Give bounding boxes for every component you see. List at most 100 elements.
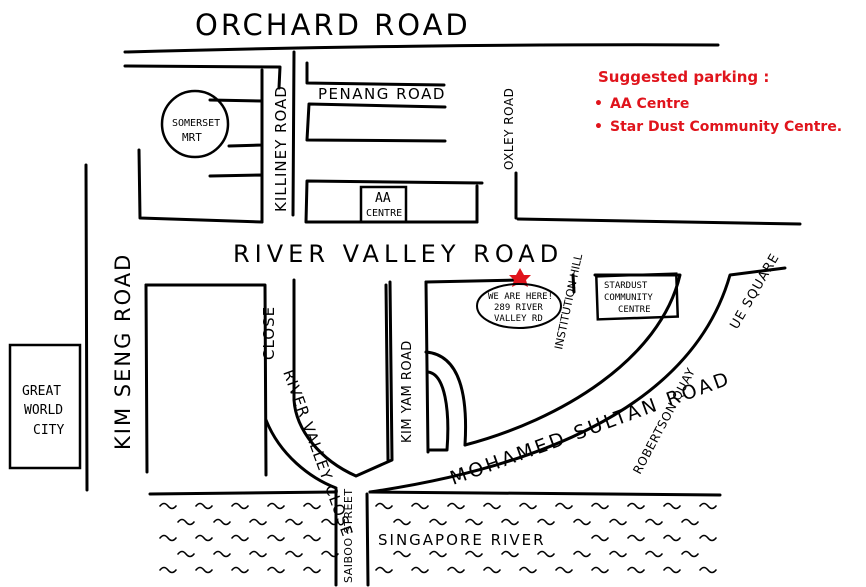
inner-loop-line: [424, 350, 468, 447]
river-wave: [285, 550, 303, 558]
river-valley-close-top-label: CLOSE: [260, 306, 278, 360]
stardust-building: [594, 272, 680, 321]
river-wave: [663, 502, 681, 510]
river-valley-south-left-line: [144, 283, 268, 477]
river-wave: [591, 534, 609, 542]
river-wave: [537, 518, 555, 526]
marker-bubble: [476, 283, 562, 329]
kim-yam-east-line: [424, 280, 430, 454]
river-wave: [699, 566, 717, 574]
somerset-mrt-circle: [160, 89, 230, 159]
river-wave: [591, 502, 609, 510]
somerset-line2: MRT: [182, 131, 202, 144]
kim-seng-west-line: [84, 163, 89, 492]
river-wave: [267, 534, 285, 542]
river-wave: [663, 566, 681, 574]
river-north-bank-line: [148, 490, 337, 496]
river-wave: [573, 518, 591, 526]
parking-item-2: Star Dust Community Centre.: [610, 119, 842, 135]
road-lines: [84, 43, 802, 587]
mohamed-sultan-south-line: [368, 266, 787, 494]
river-wave: [591, 566, 609, 574]
river-valley-road-label: RIVER VALLEY ROAD: [233, 240, 563, 268]
marker-line1: WE ARE HERE!: [488, 292, 553, 302]
river-wave: [519, 566, 537, 574]
block-left-line: [137, 148, 264, 224]
river-wave: [663, 534, 681, 542]
stardust-line1: STARDUST: [604, 281, 648, 291]
river-wave: [465, 518, 483, 526]
river-wave: [177, 518, 195, 526]
river-wave: [429, 518, 447, 526]
river-wave: [267, 502, 285, 510]
river-wave: [195, 502, 213, 510]
kim-yam-west-line: [384, 283, 390, 462]
mohamed-sultan-north-line: [463, 273, 682, 447]
saiboo-east-line: [365, 492, 370, 587]
river-wave: [627, 502, 645, 510]
river-wave: [519, 502, 537, 510]
river-wave: [159, 534, 177, 542]
gwc-line1: GREAT: [22, 384, 61, 399]
star-marker-icon: [509, 268, 531, 287]
river-valley-north-line: [516, 217, 802, 226]
parking-bullet-2: •: [594, 119, 603, 135]
orchard-road-line: [123, 43, 720, 54]
institution-hill-line: [571, 273, 576, 294]
river-wave: [681, 550, 699, 558]
kim-yam-road-label: KIM YAM ROAD: [400, 340, 415, 443]
stardust-line3: CENTRE: [618, 305, 651, 315]
river-wave: [159, 566, 177, 574]
penang-top-line: [305, 61, 446, 87]
river-wave: [249, 518, 267, 526]
institution-block-line: [424, 278, 520, 284]
ue-square-label: UE SQUARE: [727, 251, 782, 332]
killiney-east-line: [291, 50, 296, 217]
river-north-bank-east-line: [368, 490, 722, 497]
aa-centre-building: [359, 185, 408, 224]
river-wave: [249, 550, 267, 558]
penang-road-label: PENANG ROAD: [318, 85, 446, 103]
river-wave: [231, 502, 249, 510]
parking-title: Suggested parking :: [598, 68, 769, 86]
river-wave: [555, 566, 573, 574]
parking-item-1: AA Centre: [610, 96, 689, 112]
great-world-city-building: [8, 343, 82, 470]
river-wave: [627, 534, 645, 542]
river-wave: [375, 566, 393, 574]
river-wave: [447, 502, 465, 510]
river-wave: [411, 566, 429, 574]
mohamed-sultan-road-label: MOHAMED SULTAN ROAD: [447, 367, 734, 489]
somerset-line1: SOMERSET: [172, 118, 220, 129]
river-wave: [501, 550, 519, 558]
marker-line2: 289 RIVER: [494, 303, 543, 313]
river-wave: [303, 502, 321, 510]
river-wave: [699, 502, 717, 510]
river-wave: [465, 550, 483, 558]
river-wave: [537, 550, 555, 558]
river-wave: [411, 502, 429, 510]
river-wave: [699, 534, 717, 542]
gwc-line2: WORLD: [24, 403, 63, 418]
marker-line3: VALLEY RD: [494, 314, 543, 324]
aa-line2: CENTRE: [366, 208, 402, 219]
river-wave: [195, 534, 213, 542]
saiboo-street-label: SAIBOO STREET: [342, 488, 355, 583]
river-wave: [321, 550, 339, 558]
river-wave: [375, 502, 393, 510]
orchard-road-label: ORCHARD ROAD: [195, 8, 471, 42]
aa-line1: AA: [375, 191, 391, 206]
river-wave: [645, 518, 663, 526]
river-wave: [159, 502, 177, 510]
river-wave: [573, 550, 591, 558]
river-wave: [231, 566, 249, 574]
singapore-river-label: SINGAPORE RIVER: [378, 531, 546, 549]
river-wave: [267, 566, 285, 574]
stardust-line2: COMMUNITY: [604, 293, 653, 303]
river-wave: [213, 518, 231, 526]
river-wave: [285, 518, 303, 526]
inner-loop-inner-line: [426, 370, 450, 452]
river-wave: [213, 550, 231, 558]
